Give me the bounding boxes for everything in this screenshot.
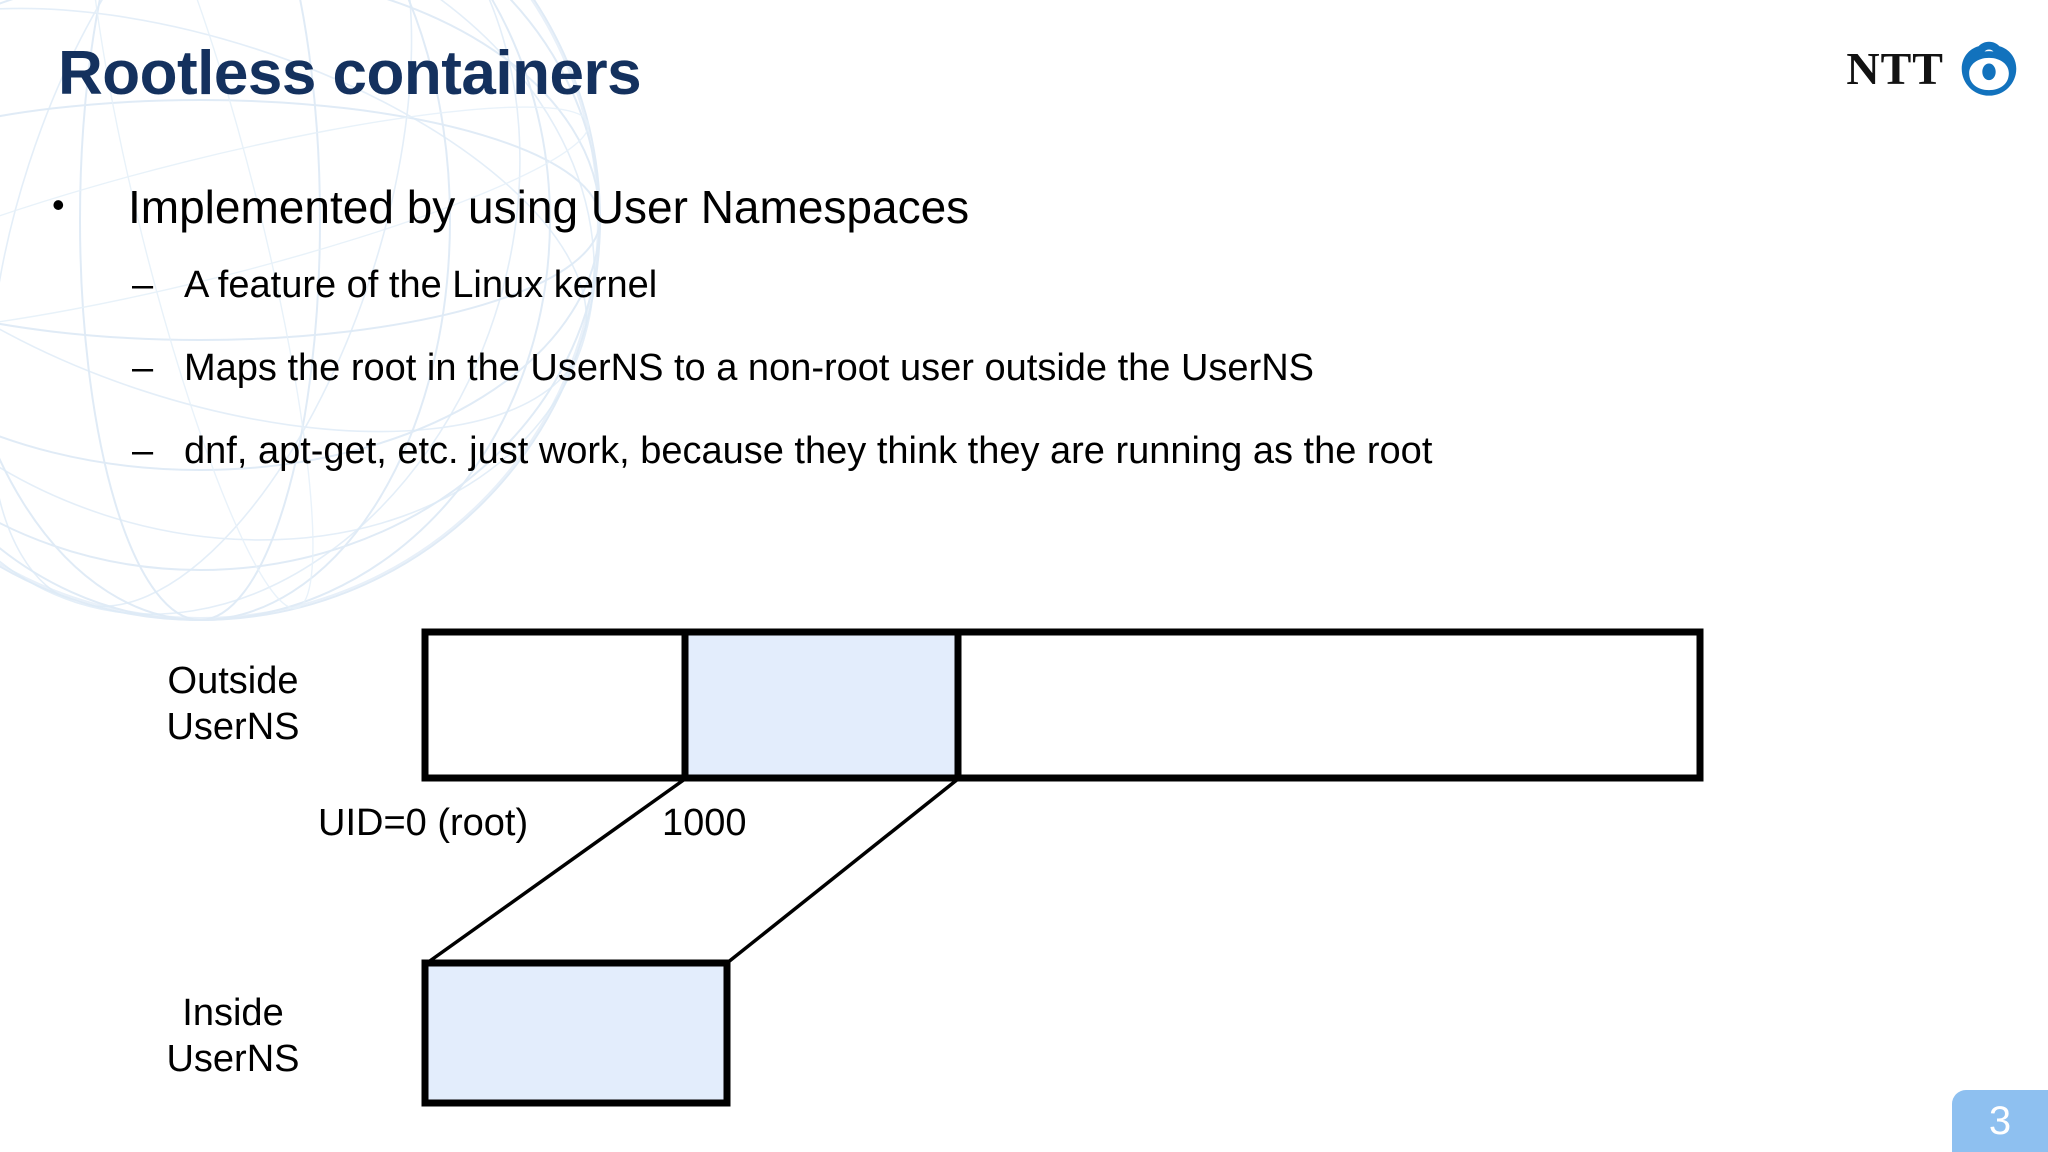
bullet-item-linux-kernel: – A feature of the Linux kernel (132, 266, 1952, 304)
bullet-item-implemented: • Implemented by using User Namespaces (52, 184, 1952, 230)
inside-userns-label: Inside UserNS (128, 990, 338, 1083)
inside-userns-label-line2: UserNS (166, 1038, 300, 1081)
outside-userns-label-line2: UserNS (166, 706, 300, 749)
bullet-text: Implemented by using User Namespaces (128, 181, 970, 233)
uid-root-label: UID=0 (root) (318, 802, 529, 844)
uid-0-segment (421, 628, 689, 782)
bullet-list: • Implemented by using User Namespaces –… (52, 184, 1952, 515)
inside-userns-box (421, 959, 731, 1107)
ntt-wordmark: NTT (1846, 43, 1944, 94)
uid-1000-label: 1000 (662, 802, 747, 844)
bullet-text: A feature of the Linux kernel (184, 264, 658, 306)
page-number-badge: 3 (1952, 1090, 2048, 1152)
ntt-logo: NTT (1846, 38, 2020, 100)
bullet-marker-dash: – (132, 347, 154, 389)
page-title: Rootless containers (58, 39, 642, 108)
bullet-marker-dash: – (132, 430, 154, 472)
bullet-text: Maps the root in the UserNS to a non-roo… (184, 347, 1314, 389)
bullet-marker-dash: – (132, 264, 154, 306)
bullet-marker-dot: • (52, 184, 65, 225)
bullet-text: dnf, apt-get, etc. just work, because th… (184, 430, 1433, 472)
outside-userns-label-line1: Outside (167, 660, 299, 702)
inside-userns-label-line1: Inside (182, 992, 284, 1034)
bullet-item-maps-root: – Maps the root in the UserNS to a non-r… (132, 349, 1952, 387)
uid-1000-segment (681, 628, 962, 782)
ntt-circle-mark-icon (1961, 41, 2017, 96)
bullet-item-package-managers: – dnf, apt-get, etc. just work, because … (132, 432, 1952, 470)
uid-rest-segment (954, 628, 1704, 782)
outside-userns-label: Outside UserNS (128, 658, 338, 751)
mapping-connector-right (725, 777, 960, 965)
